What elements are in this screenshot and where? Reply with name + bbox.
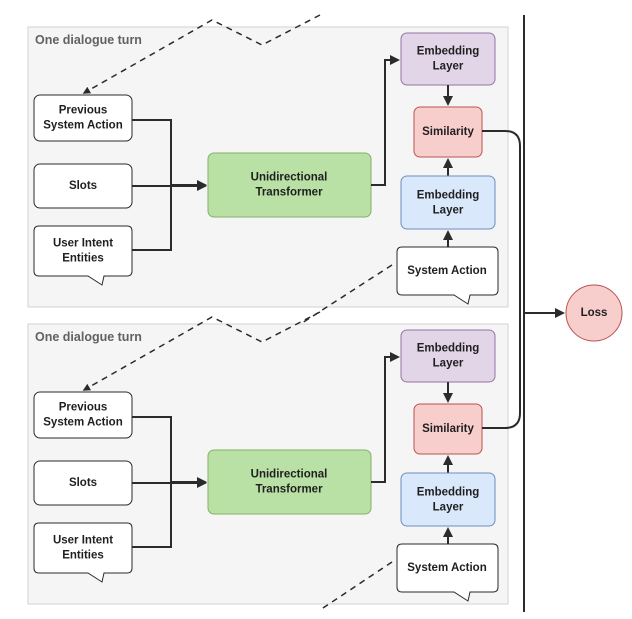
edge-similarity-loss [482, 312, 521, 429]
system-action-box [396, 543, 499, 602]
edge-user-intent [132, 482, 172, 548]
similarity-label: Similarity [422, 126, 474, 138]
system-action-label: System Action [407, 265, 486, 277]
loss-label: Loss [581, 307, 608, 319]
context-dashed-arrow [82, 311, 321, 391]
similarity-label: Similarity [422, 423, 474, 435]
slots-label: Slots [69, 477, 97, 489]
edge-user-intent [132, 185, 172, 251]
user-intent-entities-box [33, 522, 133, 583]
edge-similarity-loss [482, 130, 521, 312]
edge-transformer-embedding [371, 55, 400, 186]
previous-system-action-box [33, 391, 133, 439]
user-intent-entities-box [33, 225, 133, 286]
context-dashed-arrow [82, 14, 321, 94]
unidirectional-transformer-box [207, 152, 372, 218]
system-action-box [396, 246, 499, 305]
slots-label: Slots [69, 180, 97, 192]
embedding-layer-top-box [400, 32, 496, 86]
system-action-label: System Action [407, 562, 486, 574]
turn-label: One dialogue turn [35, 330, 142, 344]
turn-label: One dialogue turn [35, 33, 142, 47]
loss-node [565, 284, 623, 342]
unidirectional-transformer-box [207, 449, 372, 515]
edge-transformer-embedding [371, 352, 400, 483]
embedding-layer-bottom-box [400, 472, 496, 527]
embedding-layer-top-box [400, 329, 496, 383]
next-turn-dashed-line [319, 561, 393, 611]
embedding-layer-bottom-box [400, 175, 496, 230]
previous-system-action-box [33, 94, 133, 142]
